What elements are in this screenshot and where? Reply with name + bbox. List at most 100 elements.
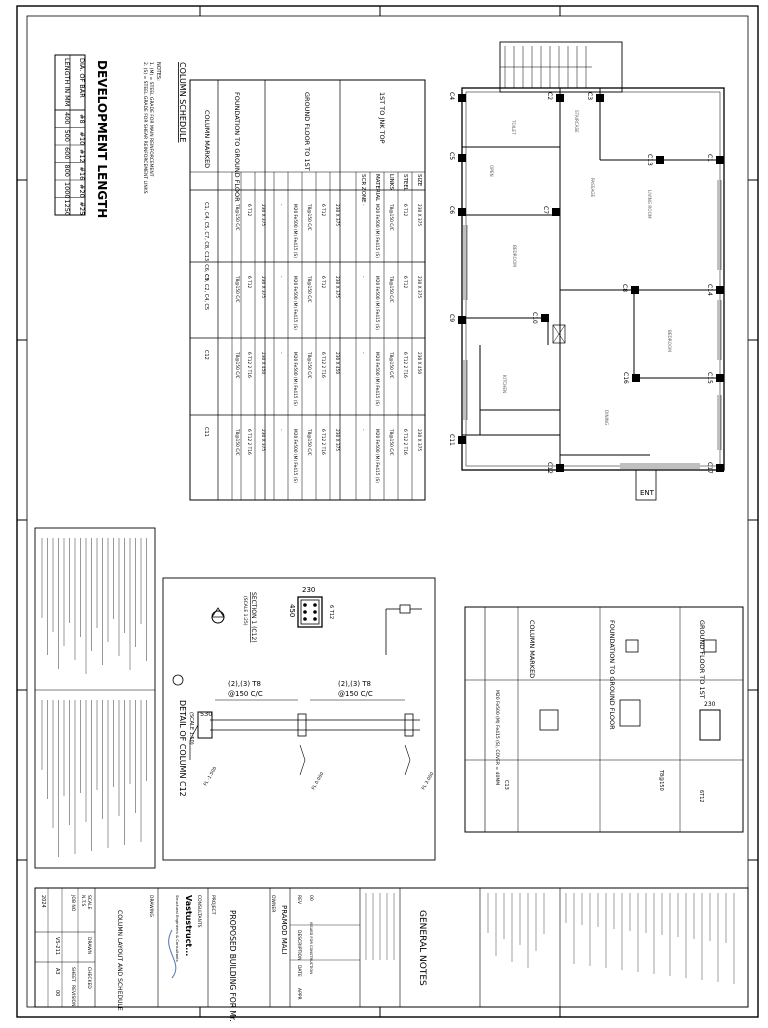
schedule-cell: T8@150 C/C [234,428,240,456]
schedule-cell: M20 Fe500 (M) Fe415 (S) [292,429,298,483]
rev-label: REVISION [70,985,76,1006]
plan-column [631,286,639,294]
schedule-title: COLUMN SCHEDULE [178,62,187,143]
room-label: PASSAGE [590,178,595,198]
level-3: FL -1.500 [203,766,219,787]
detail-title: DETAIL OF COLUMN C12 [178,700,187,797]
schedule-column-marks: C1, C4, C5, C7, C8, C13, C6, C9 [203,202,209,281]
schedule-cell: M20 Fe500 (M) Fe415 (S) [292,204,298,258]
dev-dia-cell: #16 [78,167,86,181]
schedule-cell: M20 Fe500 (M) Fe415 (S) [374,352,380,406]
schedule-row-label: MATERIAL [374,174,380,202]
plan-column-label: C16 [622,372,629,384]
schedule-cell: 6 T12 2 T16 [402,352,408,378]
schedule-cell: 230 X 375 [260,429,266,451]
dev-length-cell: 600 [63,147,71,159]
sched2-col: COLUMN MARKED [528,620,536,678]
level-1: FL 3.000 [421,771,436,791]
schedule-cell: T8@150 C/C [306,351,312,379]
schedule-group-3: FOUNDATION TO GROUND FLOOR [233,92,241,202]
rev-row-desc: ISSUED FOR CONSTRUCTION [309,922,313,974]
schedule-row-label: STEEL [402,174,408,192]
room-label: BEDROOM [667,330,672,352]
plan-column [632,374,640,382]
consultant-sub: Structural Engineers & Consultants [175,895,180,962]
sheet-label: SHEET [70,967,76,982]
plan-column [458,316,466,324]
schedule-cell: T8@150 C/C [388,203,394,231]
dwg-no: VS-211 [54,937,60,955]
schedule-cell: - [278,429,283,431]
schedule-row-label: LINKS [388,174,394,190]
schedule-cell: - [278,276,283,278]
dev-length-cell: 800 [63,165,71,177]
dev-length-cell: 500 [63,130,71,142]
column-elevation [189,699,420,776]
plan-column-label: C14 [706,284,713,296]
schedule-cell: 6 T12 [246,204,252,216]
schedule-2-text: GROUND FLOOR TO 1ST FOUNDATION TO GROUND… [494,620,716,803]
detail-scale: (SCALE 1:50) [188,712,194,745]
plan-column-label: C4 [448,92,455,100]
plan-column [458,94,466,102]
schedule-cell: T8@150 C/C [306,203,312,231]
plan-rooms: LIVING ROOMBEDROOMKITCHENDININGBEDROOMTO… [489,110,672,425]
schedule-cell: - [278,204,283,206]
development-length-table: DEVELOPMENT LENGTH #8400#10500#12600#168… [54,54,109,218]
project-name: PROPOSED BUILDING FOR Mr. [228,910,237,1022]
ties-lower: (2),(3) T8 [228,680,261,688]
bar-detail [385,604,422,655]
schedule-grid [190,171,425,500]
column-detail: DETAIL OF COLUMN C12 (SCALE 1:50) 230 45… [162,577,436,861]
note-1: 1. (M) = STEEL GRADE FOR MAIN REINFORCEM… [148,62,154,177]
schedule-cell: 230 X 375 [260,204,266,226]
schedule-cell: 230 X 375 [334,204,340,226]
schedule-column-marks: C3, C2, C4, C5 [203,274,209,310]
section-dim-450: 450 [288,604,296,617]
schedule-cell: 6 T12 2 T16 [320,429,326,455]
plan-column-label: C3 [586,92,593,100]
schedule-cell: 6 T12 2 T16 [246,352,252,378]
dev-dia-cell: #25 [78,202,86,216]
schedule-row-label: SIZE [416,174,422,187]
sched2-gf: GROUND FLOOR TO 1ST [698,620,706,699]
plan-column [556,94,564,102]
project-label: PROJECT [210,895,216,915]
room-label: LIVING ROOM [647,190,652,219]
schedule-cell: 6 T12 [320,276,326,288]
schedule-cell: - [360,352,365,354]
schedule-cell: - [360,276,365,278]
section-dim-230: 230 [302,586,315,594]
job-label: JOB NO [70,894,76,912]
ties-upper: (2),(3) T8 [338,680,371,688]
drawing-name: COLUMN LAYOUT AND SCHEDULE [116,910,123,1011]
plan-column [716,374,724,382]
dev-length-cell: 1000 [63,182,71,199]
section-title: SECTION 1 (C12) [250,592,257,643]
column-schedule: COLUMN SCHEDULE NOTES: 1. (M) = STEEL GR… [142,62,426,501]
scale-label: SCALE [86,895,92,910]
schedule-cell: - [360,204,365,206]
schedule-cell: M20 Fe500 (M) Fe415 (S) [292,276,298,330]
rev-header-rev: REV [296,895,302,905]
notes-label: NOTES: [155,62,161,81]
dev-length-title: DEVELOPMENT LENGTH [95,60,109,218]
room-label: DINING [604,410,609,425]
schedule-cell: 6 T12 2 T16 [320,352,326,378]
column-marked-label: COLUMN MARKED [203,110,211,168]
schedule-cell: 6 T12 [320,204,326,216]
schedule-cell: M20 Fe500 (M) Fe415 (S) [292,352,298,406]
title-block [34,887,749,1008]
plan-column [552,208,560,216]
schedule-cell: - [278,352,283,354]
plan-column [596,94,604,102]
schedule-cell: 230 X 375 [260,276,266,298]
rev-value: 00 [54,990,60,996]
schedule-cell: - [360,429,365,431]
schedule-column-marks: C12 [203,350,209,360]
section-marker [172,607,225,686]
dev-length-cell: 1250 [63,200,71,217]
